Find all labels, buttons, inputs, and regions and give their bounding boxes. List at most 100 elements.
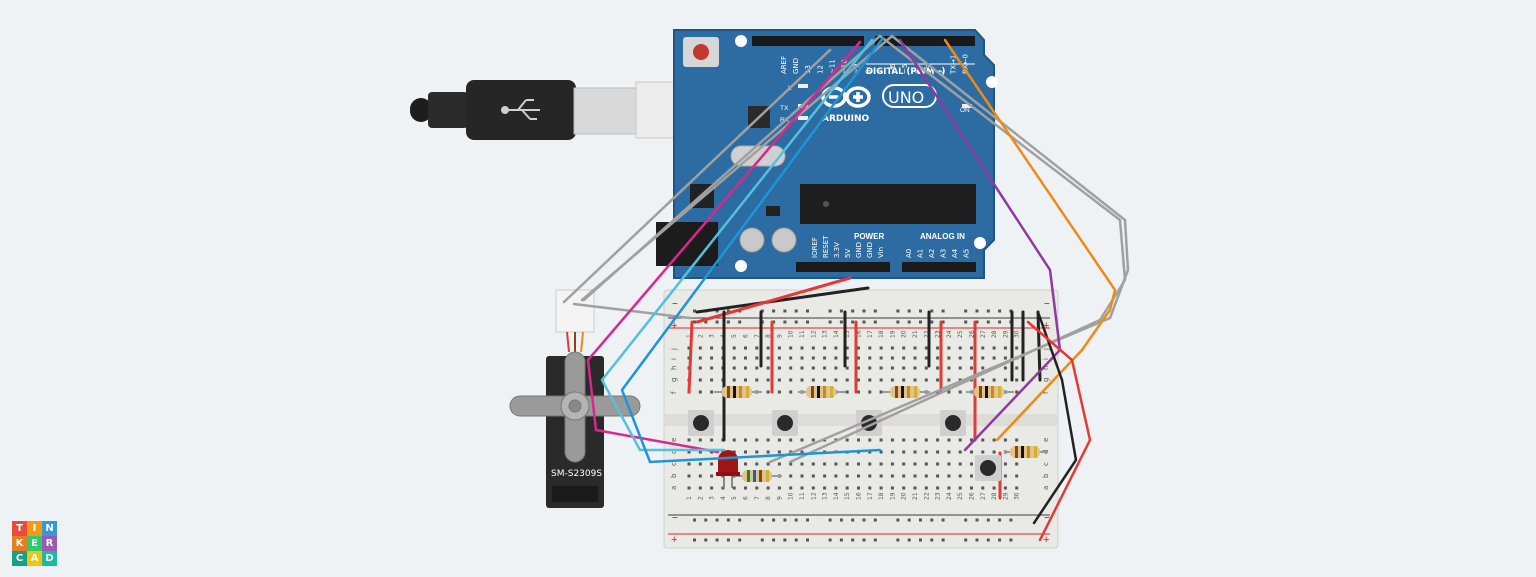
breadboard-hole[interactable]: [834, 346, 838, 350]
rail-hole[interactable]: [715, 309, 719, 313]
breadboard-hole[interactable]: [992, 346, 996, 350]
rail-hole[interactable]: [1009, 538, 1013, 542]
breadboard-hole[interactable]: [868, 356, 872, 360]
breadboard-hole[interactable]: [744, 378, 747, 382]
rail-hole[interactable]: [839, 518, 843, 522]
rail-hole[interactable]: [760, 309, 764, 313]
breadboard-hole[interactable]: [710, 356, 714, 360]
breadboard-hole[interactable]: [789, 378, 793, 382]
rail-hole[interactable]: [862, 518, 866, 522]
breadboard-hole[interactable]: [857, 390, 860, 394]
breadboard-hole[interactable]: [947, 474, 951, 478]
breadboard-hole[interactable]: [1015, 438, 1019, 442]
breadboard-hole[interactable]: [777, 356, 781, 360]
breadboard-hole[interactable]: [698, 450, 702, 454]
rail-hole[interactable]: [772, 538, 776, 542]
breadboard-hole[interactable]: [811, 356, 815, 360]
rail-hole[interactable]: [919, 309, 922, 313]
rail-hole[interactable]: [760, 538, 764, 542]
breadboard-hole[interactable]: [936, 356, 940, 360]
breadboard-hole[interactable]: [890, 378, 894, 382]
breadboard-hole[interactable]: [879, 438, 883, 442]
breadboard-hole[interactable]: [777, 366, 781, 370]
breadboard-hole[interactable]: [857, 356, 860, 360]
breadboard-hole[interactable]: [823, 346, 827, 350]
breadboard-hole[interactable]: [834, 378, 838, 382]
rail-hole[interactable]: [806, 518, 809, 522]
breadboard-hole[interactable]: [981, 378, 985, 382]
breadboard-hole[interactable]: [789, 462, 793, 466]
breadboard-hole[interactable]: [800, 486, 804, 490]
rail-hole[interactable]: [839, 309, 843, 313]
breadboard-hole[interactable]: [744, 486, 747, 490]
breadboard-hole[interactable]: [1003, 486, 1007, 490]
breadboard-hole[interactable]: [879, 486, 883, 490]
breadboard-hole[interactable]: [868, 378, 872, 382]
breadboard-hole[interactable]: [1015, 390, 1019, 394]
breadboard-hole[interactable]: [777, 390, 781, 394]
rail-hole[interactable]: [806, 320, 809, 324]
breadboard-hole[interactable]: [981, 450, 985, 454]
breadboard-hole[interactable]: [687, 346, 691, 350]
rail-hole[interactable]: [873, 320, 877, 324]
rail-hole[interactable]: [715, 538, 719, 542]
rail-hole[interactable]: [975, 538, 979, 542]
breadboard-hole[interactable]: [970, 462, 973, 466]
breadboard-hole[interactable]: [823, 378, 827, 382]
breadboard-hole[interactable]: [958, 438, 962, 442]
breadboard-hole[interactable]: [845, 438, 849, 442]
breadboard-hole[interactable]: [924, 366, 928, 370]
breadboard-hole[interactable]: [947, 390, 951, 394]
rail-hole[interactable]: [964, 538, 968, 542]
breadboard-hole[interactable]: [766, 356, 770, 360]
breadboard-hole[interactable]: [732, 450, 736, 454]
breadboard-hole[interactable]: [913, 486, 917, 490]
breadboard-hole[interactable]: [947, 366, 951, 370]
breadboard-hole[interactable]: [1015, 486, 1019, 490]
rail-hole[interactable]: [998, 538, 1002, 542]
breadboard-hole[interactable]: [958, 450, 962, 454]
breadboard-hole[interactable]: [958, 346, 962, 350]
breadboard-hole[interactable]: [800, 462, 804, 466]
usb-cable[interactable]: [410, 80, 719, 140]
rail-hole[interactable]: [715, 320, 719, 324]
breadboard-hole[interactable]: [744, 366, 747, 370]
breadboard-hole[interactable]: [857, 346, 860, 350]
rail-hole[interactable]: [941, 518, 945, 522]
breadboard-hole[interactable]: [698, 474, 702, 478]
breadboard-holes[interactable]: [687, 309, 1019, 542]
breadboard-hole[interactable]: [1003, 356, 1007, 360]
rail-hole[interactable]: [873, 538, 877, 542]
rail-hole[interactable]: [794, 538, 798, 542]
breadboard-hole[interactable]: [970, 366, 973, 370]
rail-hole[interactable]: [783, 518, 787, 522]
breadboard-hole[interactable]: [766, 346, 770, 350]
breadboard-hole[interactable]: [811, 486, 815, 490]
breadboard-hole[interactable]: [868, 486, 872, 490]
rail-hole[interactable]: [964, 309, 968, 313]
breadboard-hole[interactable]: [766, 378, 770, 382]
digital-header-high[interactable]: [752, 36, 864, 46]
breadboard-hole[interactable]: [970, 356, 973, 360]
rail-hole[interactable]: [851, 309, 855, 313]
breadboard-hole[interactable]: [981, 486, 985, 490]
breadboard-hole[interactable]: [924, 450, 928, 454]
breadboard-hole[interactable]: [1003, 366, 1007, 370]
rail-hole[interactable]: [738, 320, 742, 324]
rail-hole[interactable]: [726, 538, 730, 542]
breadboard-hole[interactable]: [902, 474, 906, 478]
breadboard-hole[interactable]: [811, 366, 815, 370]
rail-hole[interactable]: [896, 309, 900, 313]
breadboard-hole[interactable]: [710, 438, 714, 442]
breadboard-hole[interactable]: [845, 366, 849, 370]
breadboard-hole[interactable]: [879, 346, 883, 350]
breadboard-hole[interactable]: [789, 366, 793, 370]
breadboard-hole[interactable]: [710, 474, 714, 478]
breadboard-hole[interactable]: [902, 486, 906, 490]
breadboard-hole[interactable]: [868, 346, 872, 350]
rail-hole[interactable]: [851, 538, 855, 542]
breadboard-hole[interactable]: [766, 450, 770, 454]
breadboard-hole[interactable]: [924, 462, 928, 466]
breadboard-hole[interactable]: [1015, 366, 1019, 370]
